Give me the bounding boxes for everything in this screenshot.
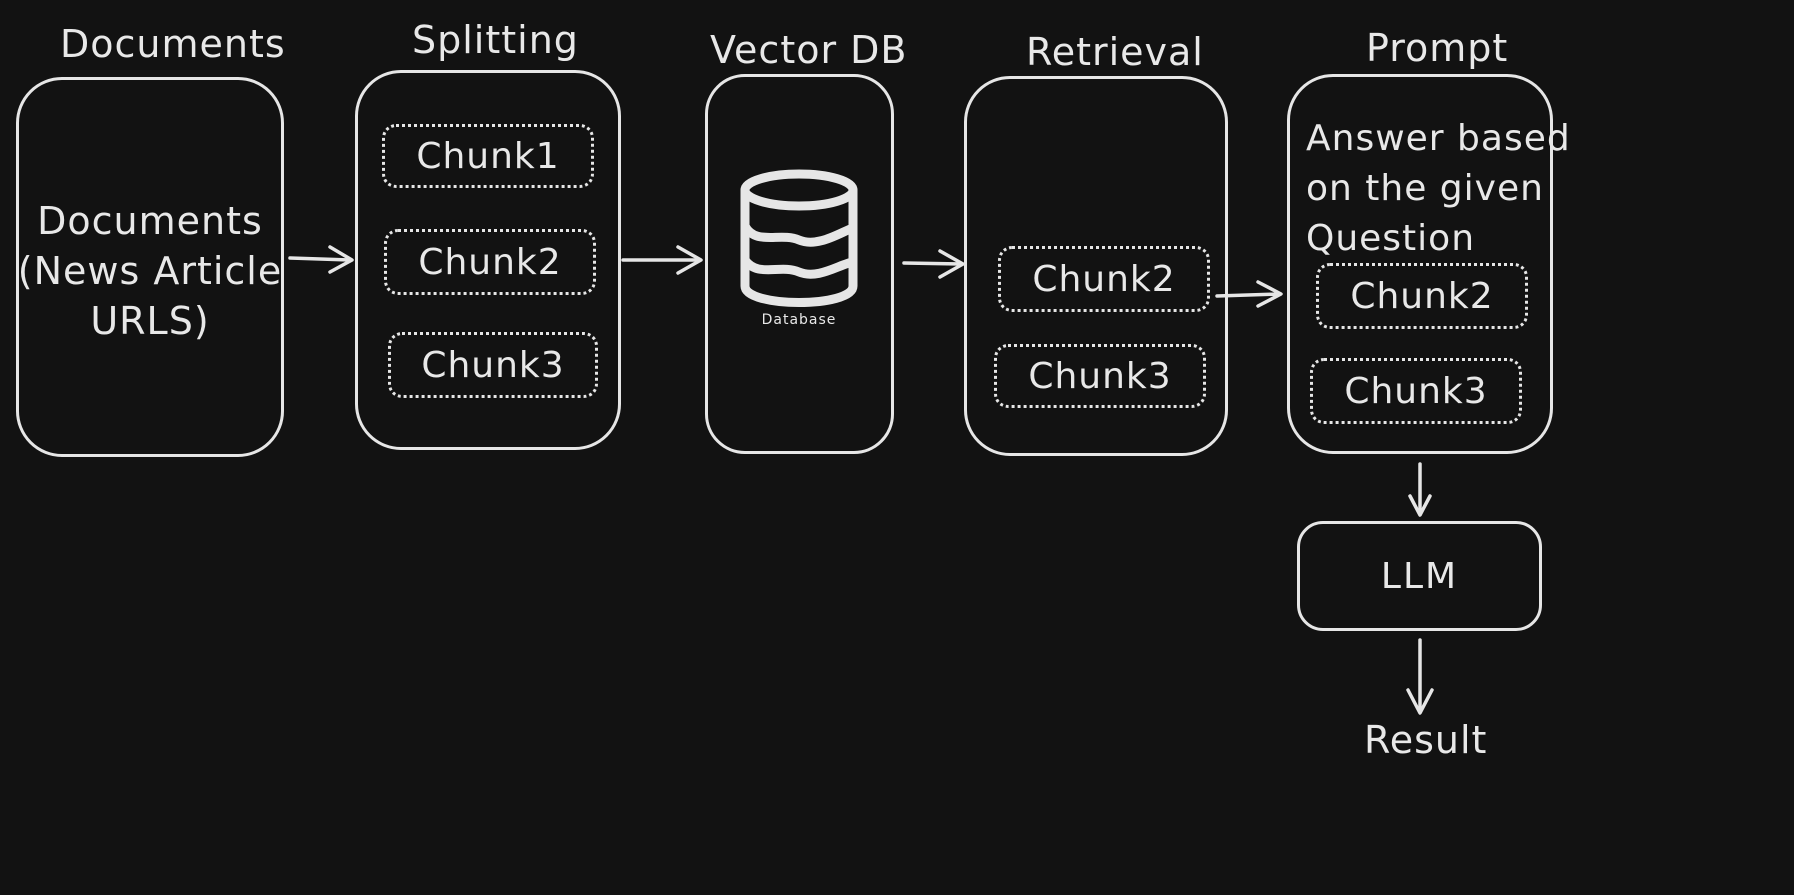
arrow-llm-to-result [1406,638,1434,715]
stage-title-prompt: Prompt [1366,26,1509,70]
splitting-chunk-2: Chunk2 [384,229,596,295]
prompt-line-2: on the given [1306,168,1544,209]
vector-db-box [705,74,894,454]
retrieval-chunk-1: Chunk2 [998,246,1210,312]
stage-title-documents: Documents [60,22,286,66]
prompt-line-3: Question [1306,218,1476,259]
splitting-chunk-1: Chunk1 [382,124,594,188]
database-icon-label: Database [761,312,837,328]
splitting-chunk-3: Chunk3 [388,332,598,398]
stage-title-splitting: Splitting [412,18,579,62]
database-icon [740,169,858,307]
prompt-line-1: Answer based [1306,118,1571,159]
arrow-documents-to-splitting [288,245,354,274]
prompt-box [1287,74,1553,454]
prompt-chunk-2: Chunk3 [1310,358,1522,424]
arrow-retrieval-to-prompt [1215,280,1283,308]
documents-box [16,77,284,457]
arrow-prompt-to-llm [1408,462,1432,517]
documents-line-3: URLS) [90,299,210,343]
prompt-chunk-1: Chunk2 [1316,263,1528,329]
stage-title-retrieval: Retrieval [1026,30,1204,74]
llm-box: LLM [1297,521,1542,631]
result-label: Result [1364,718,1488,762]
documents-line-1: Documents [37,199,263,243]
arrow-vectordb-to-retrieval [902,249,965,279]
documents-line-2: (News Article [17,249,283,293]
prompt-text: Answer based on the given Question [1306,114,1571,264]
arrow-splitting-to-vectordb [621,245,703,275]
splitting-box [355,70,621,450]
retrieval-chunk-2: Chunk3 [994,344,1206,408]
stage-title-vector-db: Vector DB [710,28,908,72]
retrieval-box [964,76,1228,456]
documents-text: Documents (News Article URLS) [16,196,284,346]
